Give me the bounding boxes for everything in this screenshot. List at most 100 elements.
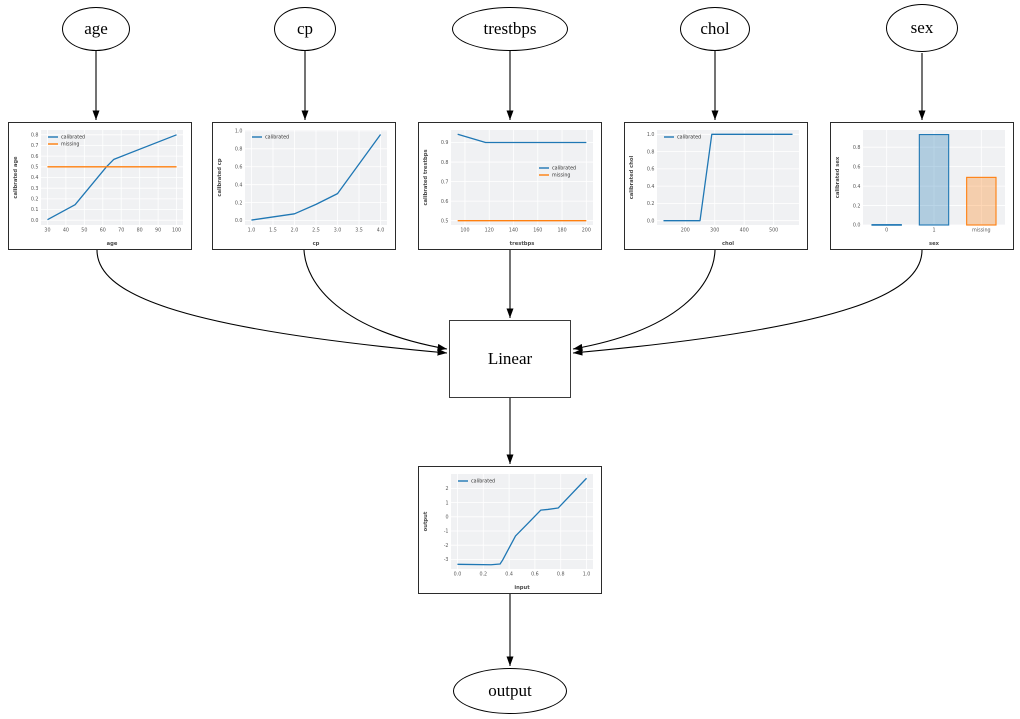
svg-text:calibrated: calibrated: [677, 135, 701, 141]
svg-text:0.6: 0.6: [31, 154, 39, 160]
svg-text:0.8: 0.8: [853, 145, 861, 151]
svg-text:40: 40: [63, 228, 69, 234]
svg-text:200: 200: [681, 228, 690, 234]
input-node-cp: cp: [274, 7, 336, 51]
input-node-sex-label: sex: [910, 18, 934, 37]
svg-text:90: 90: [155, 228, 161, 234]
bar-sex-missing: [966, 176, 997, 226]
svg-text:trestbps: trestbps: [510, 241, 535, 247]
edge-chol-chart-to-linear: [572, 249, 716, 351]
series-chol-calibrated: [663, 133, 793, 222]
input-node-sex: sex: [886, 4, 958, 52]
series-output-calibrated: [457, 477, 588, 566]
input-node-chol-label: chol: [700, 19, 730, 38]
svg-text:50: 50: [81, 228, 87, 234]
output-node-label: output: [488, 681, 532, 700]
series-trestbps-calibrated: [457, 133, 587, 144]
svg-text:30: 30: [44, 228, 50, 234]
svg-text:missing: missing: [552, 173, 570, 179]
svg-text:sex: sex: [929, 241, 940, 247]
svg-text:1.0: 1.0: [583, 572, 591, 578]
input-node-trestbps: trestbps: [452, 7, 568, 51]
svg-text:1.5: 1.5: [269, 228, 277, 234]
svg-text:0.9: 0.9: [441, 140, 449, 146]
svg-text:0.1: 0.1: [31, 207, 39, 213]
svg-text:0.6: 0.6: [235, 164, 243, 170]
svg-text:0.7: 0.7: [31, 143, 39, 149]
svg-text:calibrated: calibrated: [552, 166, 576, 172]
edge-sex-chart-to-linear: [572, 249, 923, 356]
svg-text:60: 60: [100, 228, 106, 234]
edge-age-chart-to-linear: [96, 249, 448, 356]
svg-text:0.2: 0.2: [647, 201, 655, 207]
svg-text:calibrated chol: calibrated chol: [629, 156, 635, 200]
svg-text:0.5: 0.5: [441, 218, 449, 224]
svg-text:0.6: 0.6: [647, 167, 655, 173]
svg-text:calibrated sex: calibrated sex: [835, 156, 841, 198]
svg-text:180: 180: [557, 228, 566, 234]
svg-text:0.4: 0.4: [505, 572, 513, 578]
svg-text:0.4: 0.4: [853, 184, 861, 190]
svg-text:0.7: 0.7: [441, 179, 449, 185]
svg-text:140: 140: [509, 228, 518, 234]
svg-text:500: 500: [769, 228, 778, 234]
input-node-chol: chol: [680, 7, 750, 51]
svg-text:calibrated: calibrated: [265, 135, 289, 141]
svg-text:chol: chol: [722, 241, 734, 247]
svg-text:0: 0: [885, 228, 888, 234]
svg-text:0.6: 0.6: [531, 572, 539, 578]
svg-text:1: 1: [932, 228, 935, 234]
svg-text:1.0: 1.0: [647, 132, 655, 138]
svg-text:80: 80: [137, 228, 143, 234]
edge-cp-chart-to-linear: [303, 249, 448, 351]
svg-text:0.2: 0.2: [479, 572, 487, 578]
svg-text:3.5: 3.5: [355, 228, 363, 234]
svg-text:age: age: [107, 241, 118, 247]
svg-text:400: 400: [740, 228, 749, 234]
svg-text:calibrated cp: calibrated cp: [217, 158, 223, 196]
svg-text:calibrated trestbps: calibrated trestbps: [423, 149, 429, 205]
svg-text:-2: -2: [444, 543, 449, 549]
svg-text:1.0: 1.0: [248, 228, 256, 234]
svg-text:missing: missing: [972, 228, 990, 234]
svg-text:0.8: 0.8: [441, 160, 449, 166]
svg-text:200: 200: [582, 228, 591, 234]
svg-text:0.0: 0.0: [454, 572, 462, 578]
svg-text:120: 120: [485, 228, 494, 234]
bar-sex-1: [918, 134, 950, 226]
svg-text:0.6: 0.6: [441, 199, 449, 205]
svg-text:0.0: 0.0: [647, 218, 655, 224]
svg-text:0.4: 0.4: [235, 182, 243, 188]
svg-text:cp: cp: [313, 241, 320, 247]
svg-text:0.5: 0.5: [31, 165, 39, 171]
svg-text:100: 100: [172, 228, 181, 234]
svg-text:-3: -3: [444, 557, 449, 563]
svg-text:input: input: [514, 585, 530, 591]
linear-combiner-label: Linear: [487, 349, 533, 368]
input-node-trestbps-label: trestbps: [483, 19, 537, 38]
svg-text:calibrated age: calibrated age: [13, 156, 19, 199]
svg-text:0.6: 0.6: [853, 164, 861, 170]
svg-text:0.4: 0.4: [647, 184, 655, 190]
svg-text:0.4: 0.4: [31, 175, 39, 181]
svg-text:output: output: [423, 511, 429, 531]
svg-text:0.0: 0.0: [853, 223, 861, 229]
svg-text:300: 300: [710, 228, 719, 234]
input-node-cp-label: cp: [296, 19, 314, 38]
svg-text:missing: missing: [61, 142, 79, 148]
svg-text:-1: -1: [444, 529, 449, 535]
svg-text:4.0: 4.0: [377, 228, 385, 234]
svg-text:0.8: 0.8: [235, 147, 243, 153]
svg-text:70: 70: [118, 228, 124, 234]
svg-text:0.0: 0.0: [235, 218, 243, 224]
svg-text:0.8: 0.8: [557, 572, 565, 578]
svg-text:0.2: 0.2: [235, 200, 243, 206]
